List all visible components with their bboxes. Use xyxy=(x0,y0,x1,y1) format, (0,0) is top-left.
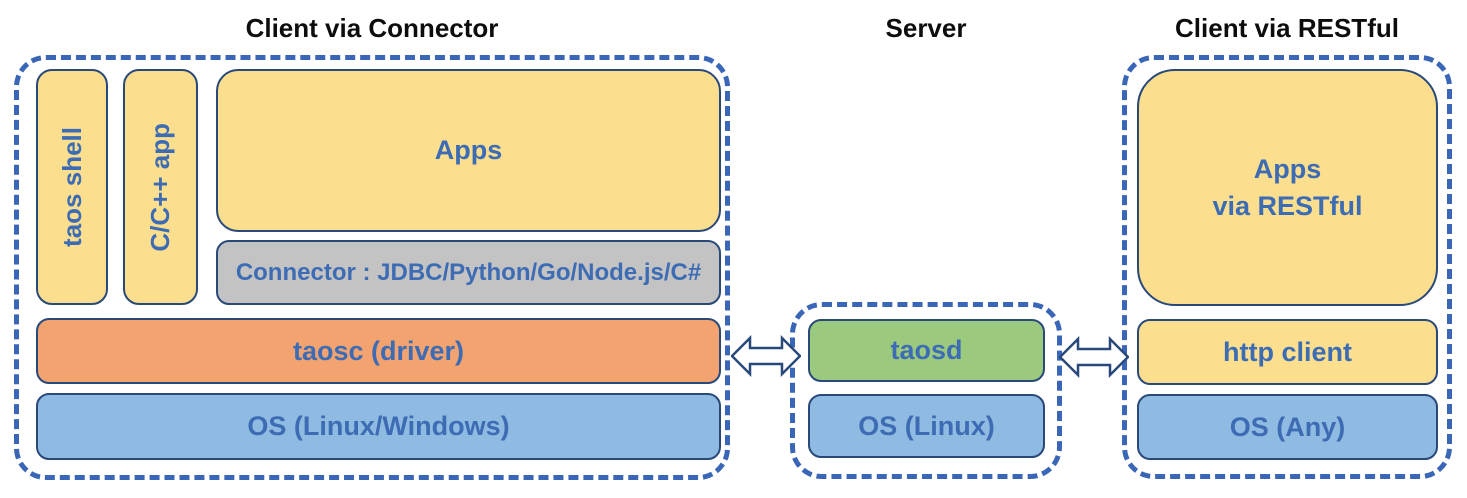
taosc-driver-label: taosc (driver) xyxy=(292,335,465,366)
section-title-client-via-connector: Client via Connector xyxy=(245,13,499,43)
os-any-label: OS (Any) xyxy=(1229,411,1346,442)
section-title-server: Server xyxy=(885,13,967,43)
box-apps: Apps xyxy=(216,69,721,232)
box-cpp-app: C/C++ app xyxy=(123,69,198,305)
box-taos-shell: taos shell xyxy=(36,69,108,305)
box-taosc-driver: taosc (driver) xyxy=(36,318,721,384)
apps-via-restful-label: Apps via RESTful xyxy=(1212,154,1363,221)
server-group-outline xyxy=(790,302,1062,479)
box-os-any: OS (Any) xyxy=(1137,394,1438,460)
box-http-client: http client xyxy=(1137,319,1438,385)
box-connector-languages: Connector : JDBC/Python/Go/Node.js/C# xyxy=(216,240,721,305)
box-taosd: taosd xyxy=(808,319,1045,382)
bidirectional-arrow-icon xyxy=(731,332,801,380)
http-client-label: http client xyxy=(1223,336,1352,367)
os-linux-windows-label: OS (Linux/Windows) xyxy=(247,411,510,441)
bidirectional-arrow-icon xyxy=(1059,333,1129,381)
box-os-linux: OS (Linux) xyxy=(808,394,1045,458)
client-connector-group-outline xyxy=(14,55,730,480)
section-title-client-via-restful: Client via RESTful xyxy=(1175,13,1399,43)
taos-shell-label: taos shell xyxy=(56,127,87,247)
taosd-label: taosd xyxy=(890,335,963,365)
client-restful-group-outline xyxy=(1122,55,1452,479)
apps-label: Apps xyxy=(434,135,503,165)
box-os-linux-windows: OS (Linux/Windows) xyxy=(36,393,721,460)
os-linux-label: OS (Linux) xyxy=(858,410,995,441)
connector-languages-label: Connector : JDBC/Python/Go/Node.js/C# xyxy=(235,258,702,286)
cpp-app-label: C/C++ app xyxy=(145,122,175,252)
box-apps-via-restful: Apps via RESTful xyxy=(1137,69,1438,306)
